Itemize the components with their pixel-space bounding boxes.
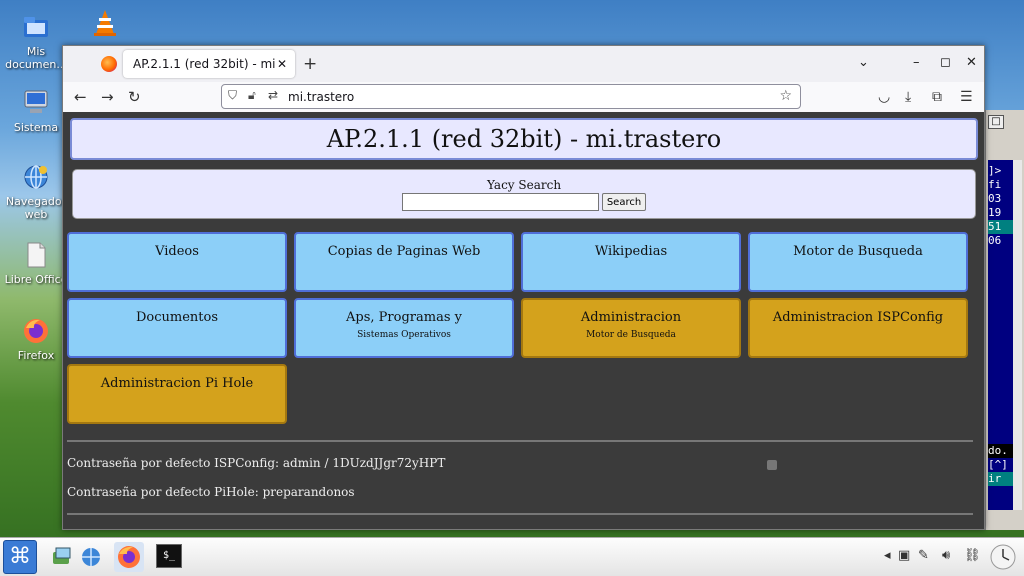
card-copias-paginas-web[interactable]: Copias de Paginas Web [294,232,514,292]
terminal-line: do. [988,444,1013,458]
desktop-icon-label: Libre Office [4,273,68,286]
card-title: Administracion ISPConfig [772,310,944,325]
tab-title: AP.2.1.1 (red 32bit) - mi.trastero [133,57,275,71]
search-input[interactable] [401,193,599,211]
terminal-line: ]> [988,164,1002,177]
card-videos[interactable]: Videos [67,232,287,292]
pocket-icon[interactable]: ◡ [878,89,891,105]
back-icon[interactable]: ← [74,88,87,106]
card-title: Documentos [135,310,219,325]
permissions-icon[interactable]: ⇄ [268,88,279,102]
card-subtitle: Motor de Busqueda [586,330,676,340]
tray-volume-icon[interactable]: 🔊︎ [942,548,951,563]
card-aps-programas[interactable]: Aps, Programas y Sistemas Operativos [294,298,514,358]
tab-bar: AP.2.1.1 (red 32bit) - mi.trastero ✕ + ⌄… [63,46,984,82]
card-title: Wikipedias [594,244,668,259]
page-content: AP.2.1.1 (red 32bit) - mi.trastero Yacy … [63,112,984,529]
terminal-line: 51 [988,220,1013,234]
tray-notification-icon[interactable]: ▣ [898,548,911,563]
card-documentos[interactable]: Documentos [67,298,287,358]
tray-network-icon[interactable]: ⛓ [964,548,981,563]
clock-icon[interactable] [988,542,1018,572]
extensions-icon[interactable]: ⧉ [932,89,942,105]
close-window-icon[interactable]: ✕ [966,55,977,70]
reload-icon[interactable]: ↻ [128,88,141,106]
card-administracion-pihole[interactable]: Administracion Pi Hole [67,364,287,424]
yacy-search-box: Yacy Search Search [72,169,976,219]
desktop-icon-label: Mis documen... [5,45,67,71]
desktop-icon-libreoffice[interactable]: Libre Office [1,240,71,286]
card-wikipedias[interactable]: Wikipedias [521,232,741,292]
card-administracion[interactable]: Administracion Motor de Busqueda [521,298,741,358]
maximize-icon[interactable]: □ [988,115,1004,129]
terminal-line: 06 [988,234,1002,247]
card-subtitle: Sistemas Operativos [357,330,451,340]
close-tab-icon[interactable]: ✕ [276,57,287,71]
taskbar-terminal-icon[interactable]: $_ [156,544,182,568]
terminal-fragment: ]> fi 03 19 51 06 do. [^] ir [988,160,1013,510]
terminal-line: ir [988,472,1013,486]
taskbar: ⌘ $_ ◂ ▣ ✎ 🔊︎ ⛓ [0,537,1024,576]
card-title: Aps, Programas y [346,310,462,325]
terminal-line: fi [988,178,1002,191]
yacy-search-label: Yacy Search [486,178,562,192]
page-title: AP.2.1.1 (red 32bit) - mi.trastero [70,118,978,160]
divider [67,440,973,442]
minimize-icon[interactable]: – [913,55,920,70]
card-administracion-ispconfig[interactable]: Administracion ISPConfig [748,298,968,358]
card-title: Administracion [580,310,682,325]
scrollbar[interactable] [1013,160,1022,510]
terminal-line: 03 [988,192,1002,205]
lock-icon[interactable]: 🔓︎ [248,88,256,102]
tab-active[interactable]: AP.2.1.1 (red 32bit) - mi.trastero ✕ [123,50,295,78]
pihole-password-text: Contraseña por defecto PiHole: preparand… [67,485,355,499]
desktop-icon-firefox[interactable]: Firefox [1,316,71,362]
search-button[interactable]: Search [601,193,647,211]
firefox-window[interactable]: AP.2.1.1 (red 32bit) - mi.trastero ✕ + ⌄… [62,45,985,530]
menu-icon[interactable]: ☰ [960,89,973,105]
globe-icon [21,162,51,192]
ispconfig-password-text: Contraseña por defecto ISPConfig: admin … [67,456,446,470]
desktop-icon-label: Navegador web [5,195,67,221]
shield-icon[interactable]: ⛉ [228,88,238,102]
url-bar[interactable]: ⛉ 🔓︎ ⇄ mi.trastero ☆ [221,84,801,109]
new-tab-icon[interactable]: + [303,54,318,74]
computer-icon [21,88,51,118]
tray-arrow-icon[interactable]: ◂ [884,548,891,563]
document-icon [21,240,51,270]
downloads-icon[interactable]: ⤓ [905,89,912,105]
url-text: mi.trastero [288,90,355,104]
nav-bar: ← → ↻ ⛉ 🔓︎ ⇄ mi.trastero ☆ ◡ ⤓ ⧉ ☰ [63,82,984,112]
desktop-icon-web-browser[interactable]: Navegador web [1,162,71,221]
start-menu-button[interactable]: ⌘ [3,540,37,574]
card-title: Administracion Pi Hole [100,376,254,391]
bookmark-star-icon[interactable]: ☆ [779,88,792,104]
desktop-icon-label: Sistema [13,121,59,134]
forward-icon[interactable]: → [101,88,114,106]
firefox-icon [21,316,51,346]
list-tabs-icon[interactable]: ⌄ [858,55,869,70]
desktop-icon-system[interactable]: Sistema [1,88,71,134]
vlc-cone-icon [90,8,120,38]
desktop-icon-vlc[interactable] [70,8,140,41]
taskbar-firefox-icon[interactable] [114,542,144,572]
card-title: Videos [155,244,199,259]
small-square-icon [767,460,777,470]
card-title: Motor de Busqueda [793,244,923,259]
terminal-line: 19 [988,206,1002,219]
divider [67,513,973,515]
maximize-icon[interactable]: ◻ [940,55,951,70]
quicklaunch-network-icon[interactable] [50,544,76,570]
quicklaunch-globe-icon[interactable] [78,544,104,570]
card-motor-busqueda[interactable]: Motor de Busqueda [748,232,968,292]
terminal-line: [^] [988,458,1008,471]
desktop-icon-documents[interactable]: Mis documen... [1,12,71,71]
folder-icon [21,12,51,42]
card-title: Copias de Paginas Web [327,244,481,259]
tray-tool-icon[interactable]: ✎ [918,548,929,563]
firefox-icon [101,56,117,72]
desktop-icon-label: Firefox [17,349,55,362]
background-window[interactable]: □ ]> fi 03 19 51 06 do. [^] ir [985,110,1024,530]
